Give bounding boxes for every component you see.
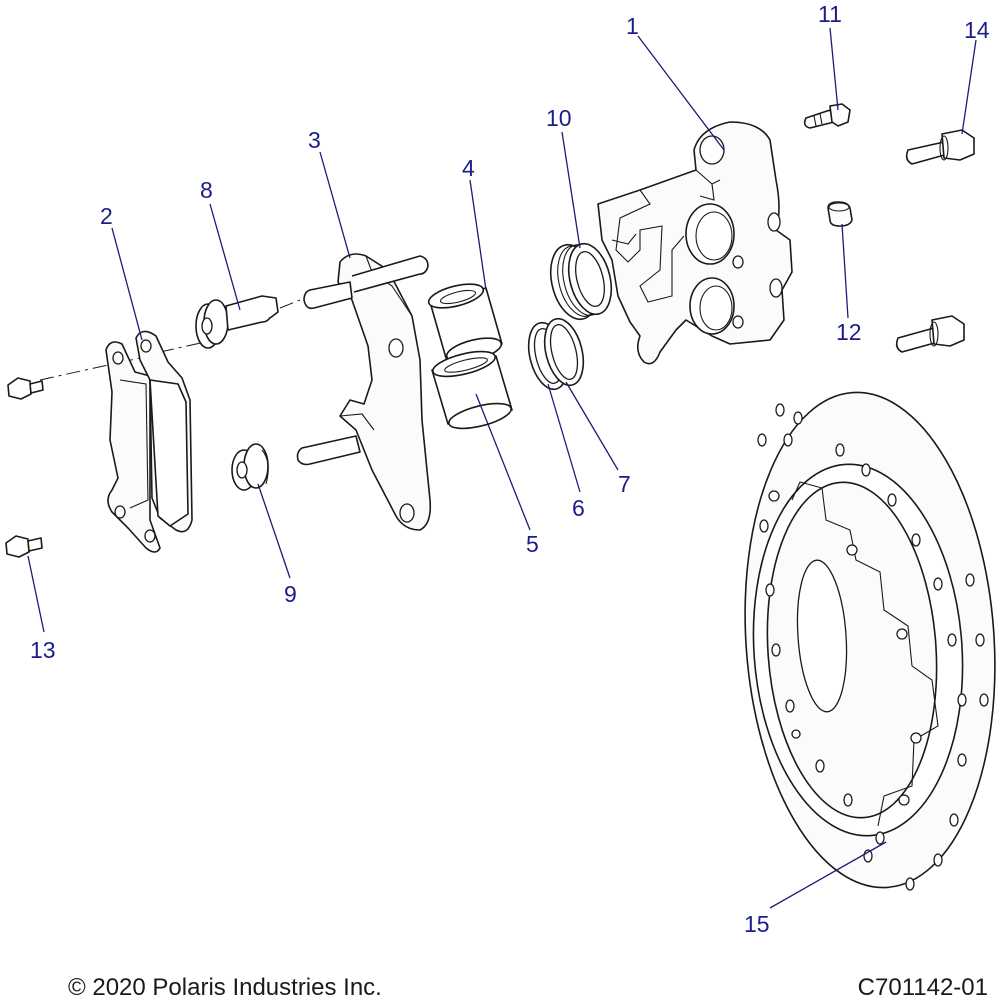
callout-12: 12	[836, 319, 862, 345]
callout-10: 10	[546, 105, 572, 131]
callout-8: 8	[200, 177, 213, 203]
callout-13: 13	[30, 637, 56, 663]
piston-spring	[549, 242, 613, 321]
brake-pad-set	[105, 330, 193, 553]
caliper-bolt-lower	[895, 315, 965, 353]
slide-pin-with-boot	[195, 295, 279, 349]
dust-seal	[543, 317, 585, 387]
brake-disc	[744, 391, 996, 891]
callout-4: 4	[462, 155, 475, 181]
callout-3: 3	[308, 127, 321, 153]
caliper-body	[597, 121, 793, 365]
callout-5: 5	[526, 531, 539, 557]
leader-lines	[27, 27, 977, 909]
drawing-number: C701142-01	[857, 974, 988, 1001]
bleeder-cap	[827, 201, 853, 227]
callout-7: 7	[618, 471, 631, 497]
callout-9: 9	[284, 581, 297, 607]
pad-bolt-upper	[7, 377, 44, 400]
pin-boot	[231, 443, 269, 491]
piston-lower	[431, 350, 513, 430]
caliper-bolt-upper	[905, 129, 975, 165]
callout-1: 1	[626, 13, 639, 39]
pad-bolt-lower	[5, 535, 43, 558]
bleeder-valve	[803, 103, 851, 129]
callout-15: 15	[744, 911, 770, 937]
callout-2: 2	[100, 203, 113, 229]
callout-11: 11	[818, 1, 842, 27]
callout-14: 14	[964, 17, 990, 43]
caliper-bracket	[296, 253, 432, 531]
callout-6: 6	[572, 495, 585, 521]
copyright-notice: © 2020 Polaris Industries Inc.	[68, 974, 382, 1001]
